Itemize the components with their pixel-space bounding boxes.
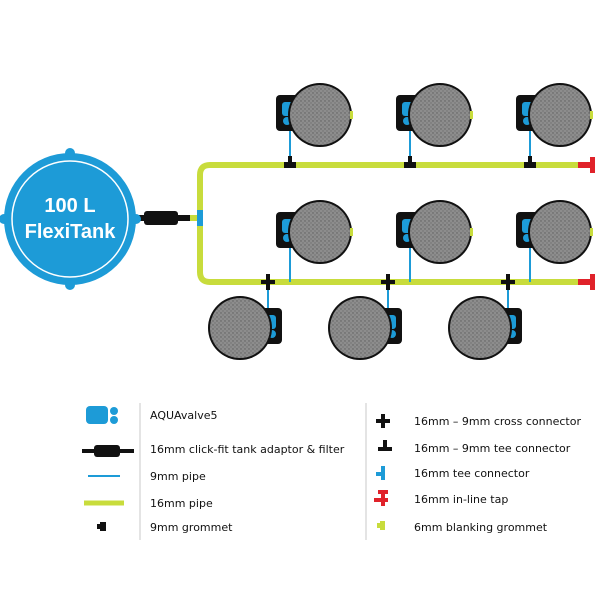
pot-soil xyxy=(290,85,350,145)
cross-connector xyxy=(261,274,275,290)
tee-connector-bar xyxy=(284,162,296,168)
inline-tap-body xyxy=(578,279,594,285)
pot-soil xyxy=(530,202,590,262)
flexitank: 100 L FlexiTank xyxy=(0,148,141,290)
legend-label-inline-tap: 16mm in-line tap xyxy=(414,493,508,506)
tee-connector xyxy=(284,156,296,168)
inline-tap-handle xyxy=(590,274,595,290)
inline-tap-icon xyxy=(374,490,388,506)
legend-label-grommet-9mm: 9mm grommet xyxy=(150,521,233,534)
cross-connector-horizontal xyxy=(501,280,515,284)
inline-tap-handle xyxy=(590,157,595,173)
legend: AQUAvalve5 16mm click-fit tank adaptor &… xyxy=(82,403,581,540)
tee-connector-stem xyxy=(408,156,412,164)
tee-connector-16mm-main xyxy=(197,210,203,226)
pot-soil xyxy=(450,298,510,358)
pot-row1-3 xyxy=(516,83,593,147)
tee-connector xyxy=(404,156,416,168)
pot-row2-3 xyxy=(516,200,593,264)
pot-soil xyxy=(410,85,470,145)
pot-soil xyxy=(290,202,350,262)
blanking-grommet-icon xyxy=(377,521,385,530)
pot-group xyxy=(208,83,593,360)
legend-label-tee-connector: 16mm – 9mm tee connector xyxy=(414,442,571,455)
pot-soil xyxy=(210,298,270,358)
tank-volume-label: 100 L xyxy=(44,195,95,217)
tank-name-label: FlexiTank xyxy=(25,221,117,243)
tee-connector-bar xyxy=(404,162,416,168)
pot-soil xyxy=(410,202,470,262)
tee-connector-16mm-icon xyxy=(376,466,385,480)
legend-label-pipe-9mm: 9mm pipe xyxy=(150,470,206,483)
inline-tap-2 xyxy=(578,274,595,290)
legend-label-pipe-16mm: 16mm pipe xyxy=(150,497,213,510)
tee-connector xyxy=(524,156,536,168)
tee-connector-stem xyxy=(288,156,292,164)
pot-row3-3 xyxy=(448,296,522,360)
cross-connector xyxy=(501,274,515,290)
blanking-grommet xyxy=(350,228,353,236)
pipe-network-16mm xyxy=(188,162,590,285)
pot-row1-2 xyxy=(396,83,473,147)
tee-connector-bar xyxy=(524,162,536,168)
blanking-grommet xyxy=(590,111,593,119)
tee-connector-body xyxy=(197,210,203,226)
pot-row3-2 xyxy=(328,296,402,360)
legend-label-cross-connector: 16mm – 9mm cross connector xyxy=(414,415,581,428)
blanking-grommet xyxy=(470,111,473,119)
cross-connector-icon xyxy=(376,414,390,428)
cross-connector-horizontal xyxy=(261,280,275,284)
cross-connector-horizontal xyxy=(381,280,395,284)
legend-label-tee-connector-16mm: 16mm tee connector xyxy=(414,467,530,480)
aquavalve5-icon xyxy=(86,406,118,424)
pipe-16mm-line xyxy=(188,162,590,285)
grommet-9mm-icon xyxy=(97,522,106,531)
legend-label-blanking-grommet: 6mm blanking grommet xyxy=(414,521,548,534)
legend-label-aquavalve5: AQUAvalve5 xyxy=(150,409,218,422)
pot-soil xyxy=(330,298,390,358)
connector-group xyxy=(197,156,595,290)
pot-row2-1 xyxy=(276,200,353,264)
inline-tap-body xyxy=(578,162,594,168)
inline-tap-1 xyxy=(578,157,595,173)
tank-adaptor-filter xyxy=(136,211,190,225)
cross-connector xyxy=(381,274,395,290)
blanking-grommet xyxy=(590,228,593,236)
blanking-grommet xyxy=(470,228,473,236)
legend-label-tank-adaptor: 16mm click-fit tank adaptor & filter xyxy=(150,443,345,456)
pot-row2-2 xyxy=(396,200,473,264)
pot-row3-1 xyxy=(208,296,282,360)
tee-connector-stem xyxy=(528,156,532,164)
pot-row1-1 xyxy=(276,83,353,147)
blanking-grommet xyxy=(350,111,353,119)
pot-soil xyxy=(530,85,590,145)
tee-connector-icon xyxy=(378,440,392,451)
tank-adaptor-filter-icon xyxy=(82,445,134,457)
